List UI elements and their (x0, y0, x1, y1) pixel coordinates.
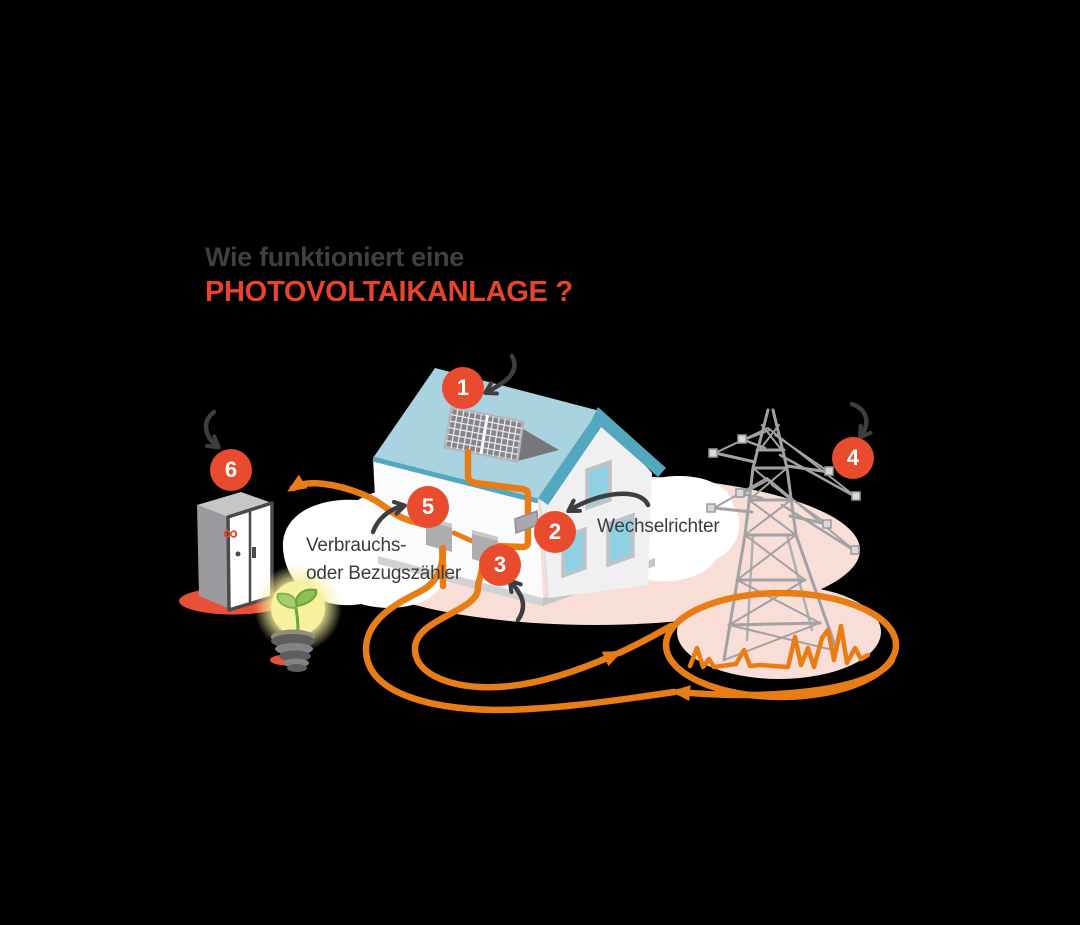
wire-meter5-link (451, 530, 475, 544)
arrow-to-step5 (370, 499, 407, 535)
title-line-1: Wie funktioniert eine (205, 242, 464, 272)
meter-label-line2: oder Bezugszähler (306, 563, 462, 584)
inverter-label: Wechselrichter (597, 516, 720, 537)
arrow-to-step1 (483, 353, 517, 396)
roof-eave (372, 456, 539, 504)
step-badge-2: 2 (534, 511, 576, 553)
arrow-to-step3 (507, 578, 526, 623)
cabinet-handle (252, 547, 256, 558)
meter-label: Verbrauchs- oder Bezugszähler (306, 532, 461, 588)
meter-label-line1: Verbrauchs- (306, 535, 407, 556)
wire-feed-to-grid (411, 584, 623, 691)
step-badge-6: 6 (210, 449, 252, 491)
electricity-spark (687, 623, 871, 670)
step-badge-5: 5 (407, 486, 449, 528)
wire-inverter-to-meter3 (494, 524, 532, 551)
wire-panel-to-inverter (464, 448, 532, 518)
arrow-to-step2 (566, 491, 651, 514)
panel-shadow (514, 426, 559, 462)
grid-wires (287, 474, 896, 714)
roof-far-edge (592, 407, 666, 477)
step-badge-1: 1 (442, 367, 484, 409)
title-line-2: PHOTOVOLTAIKANLAGE ? (205, 276, 573, 308)
pylon-insulators (706, 434, 861, 555)
step-badge-4: 4 (832, 437, 874, 479)
house-base (378, 556, 543, 606)
cabinet-top (197, 492, 272, 517)
arrow-to-step4 (849, 401, 873, 440)
arrow-to-step6 (203, 409, 221, 450)
step-badge-3: 3 (479, 544, 521, 586)
roof-barge-left (538, 411, 606, 505)
solar-panel-icon (443, 406, 559, 463)
sprout-icon (276, 588, 318, 633)
step-arrows (203, 353, 873, 623)
infinity-symbol: ∞ (223, 522, 238, 545)
cabinet-keyhole (235, 551, 241, 557)
wire-return-from-grid (671, 656, 896, 702)
cabinet-left-side (197, 505, 230, 609)
pylon-ground-shadow (677, 585, 881, 679)
window (606, 512, 635, 568)
power-pylon-icon (706, 408, 861, 662)
light-bulb-icon (254, 564, 342, 672)
page-title: Wie funktioniert eine PHOTOVOLTAIKANLAGE… (205, 240, 573, 310)
